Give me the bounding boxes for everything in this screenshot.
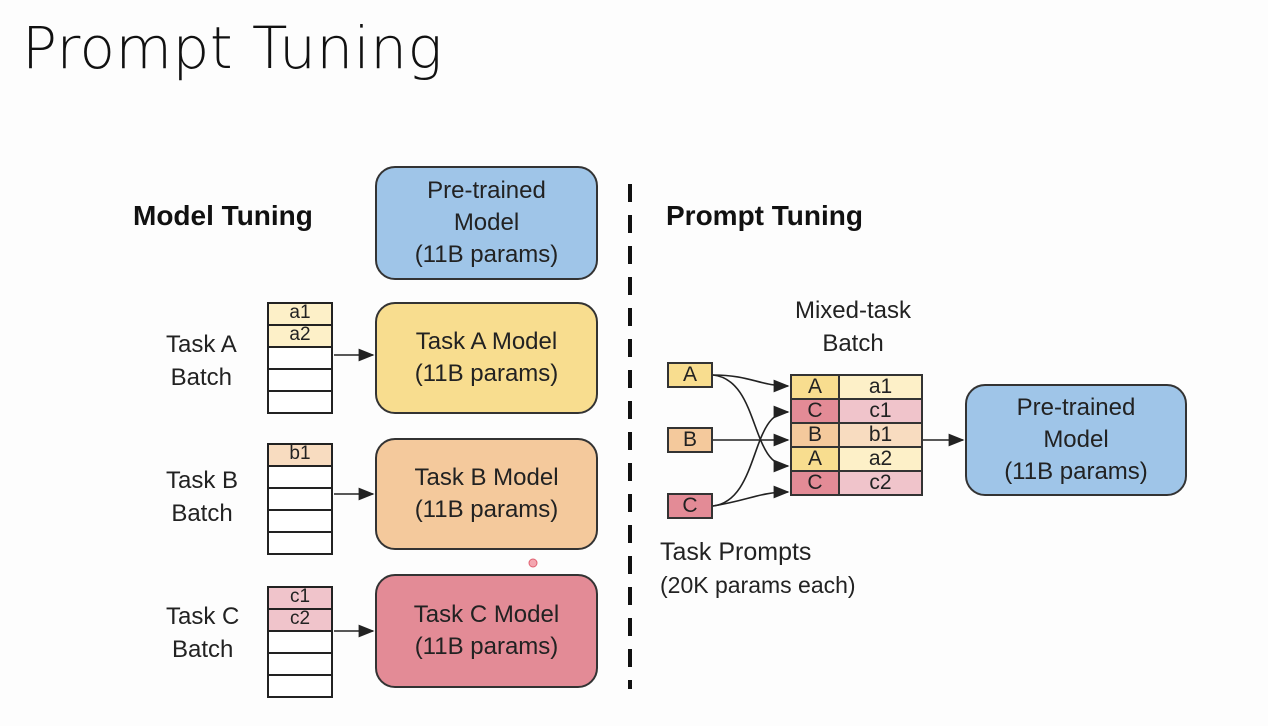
batch-row <box>269 511 331 533</box>
model-line: (11B params) <box>414 241 559 268</box>
arrow-prompt-a-to-a2 <box>712 374 790 473</box>
arrow-prompt-c-to-c1 <box>712 405 790 507</box>
prompt-tuning-heading: Prompt Tuning <box>666 200 863 231</box>
prompt-a: A <box>667 362 713 388</box>
batch-row: b1 <box>269 445 331 467</box>
slide-title: Prompt Tuning <box>22 14 443 82</box>
task-c-batch: c1 c2 <box>267 586 333 698</box>
arrow-prompt-c-to-c2 <box>712 485 790 507</box>
batch-row <box>269 467 331 489</box>
shared-pretrained-model-box: Pre-trained Model (11B params) <box>965 384 1187 496</box>
model-line: Model <box>453 209 520 236</box>
batch-row <box>269 370 331 392</box>
batch-row <box>269 348 331 370</box>
task-a-batch: a1 a2 <box>267 302 333 414</box>
batch-row <box>269 632 331 654</box>
task-b-batch: b1 <box>267 443 333 555</box>
task-prompts-label: Task Prompts (20K params each) <box>660 538 856 598</box>
pretrained-model-box: Pre-trained Model (11B params) <box>375 166 598 280</box>
arrow-prompt-a-to-a1 <box>712 374 790 393</box>
section-divider <box>628 184 632 689</box>
cursor-dot <box>528 558 538 568</box>
task-b-model-box: Task B Model (11B params) <box>375 438 598 550</box>
model-tuning-heading: Model Tuning <box>133 200 313 231</box>
batch-row: c2 <box>269 610 331 632</box>
prompt-c: C <box>667 493 713 519</box>
batch-row: a1 <box>269 304 331 326</box>
batch-row: c1 <box>269 588 331 610</box>
batch-row <box>269 654 331 676</box>
task-c-model-box: Task C Model (11B params) <box>375 574 598 688</box>
batch-row: a2 <box>269 326 331 348</box>
task-a-model-box: Task A Model (11B params) <box>375 302 598 414</box>
batch-row <box>269 489 331 511</box>
prompt-b: B <box>667 427 713 453</box>
model-line: Pre-trained <box>427 177 546 204</box>
